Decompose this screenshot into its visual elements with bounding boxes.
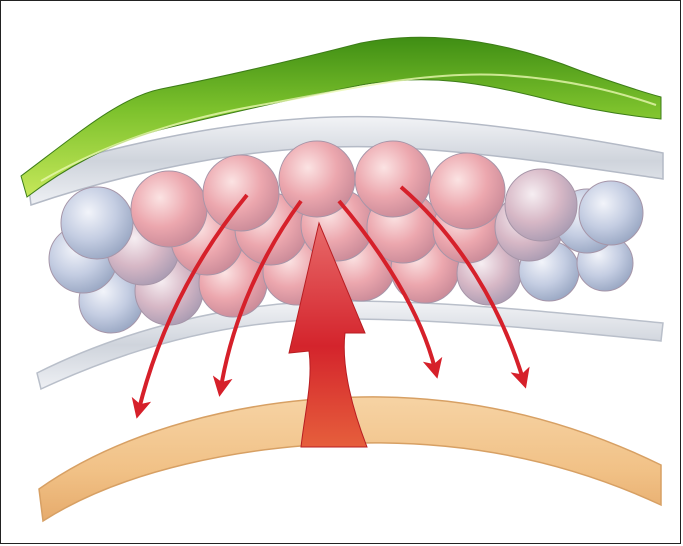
cell-24 <box>429 153 505 229</box>
cell-26 <box>579 181 643 245</box>
cell-25 <box>505 169 577 241</box>
cell-20 <box>131 171 207 247</box>
cell-21 <box>203 155 279 231</box>
cell-19 <box>61 187 133 259</box>
